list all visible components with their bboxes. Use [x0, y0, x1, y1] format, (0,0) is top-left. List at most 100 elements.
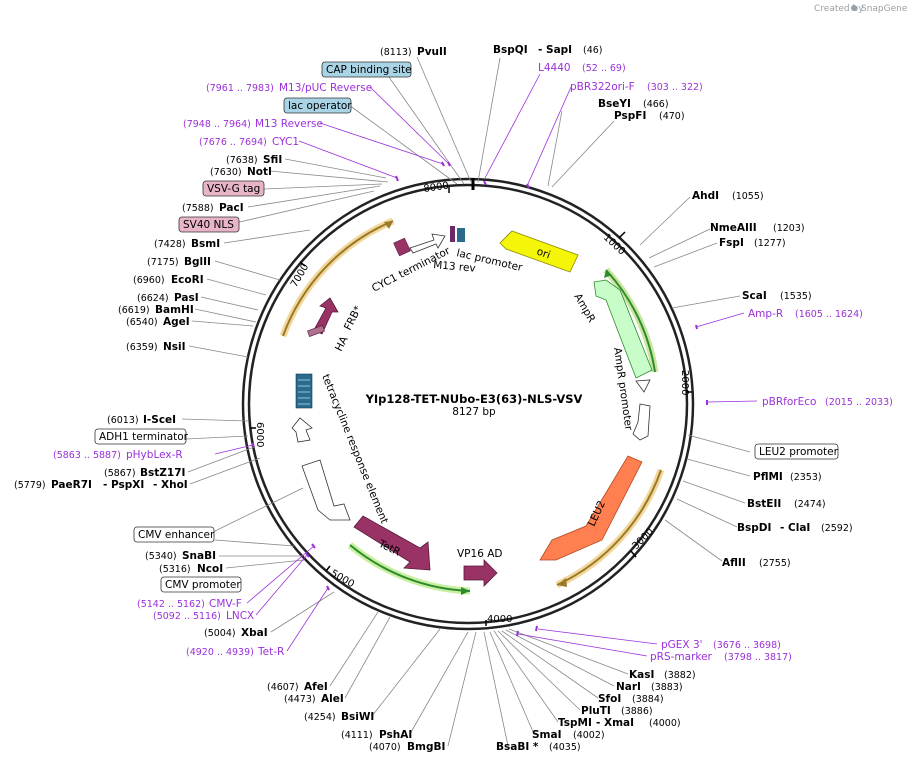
site-pos: (5340): [145, 551, 177, 562]
site-pos: (1203): [773, 223, 805, 234]
site-pos: (2474): [794, 499, 826, 510]
site-name: SnaBI: [182, 550, 216, 562]
adh1-terminator-box: [94, 428, 187, 445]
sv40-nls-box: [178, 216, 240, 233]
tick-mark-1000: [618, 231, 626, 239]
lac-operator-box: [283, 97, 352, 114]
cmv-promoter-box: [160, 576, 242, 593]
tet-operator-repeats-icon: [295, 373, 313, 409]
site-pos: (3886): [621, 706, 653, 717]
site-name: ScaI: [742, 290, 767, 302]
primer-range: (1605 .. 1624): [795, 309, 863, 320]
site-name: BmgBI: [407, 741, 445, 753]
cap-binding-site-label: CAP binding site: [326, 64, 412, 76]
site-name: XbaI: [241, 627, 268, 639]
site-pos: (7175): [147, 257, 179, 268]
primer-range: (5092 .. 5116): [153, 611, 221, 622]
primer-labels: L4440 (52 .. 69) pBR322ori-F (303 .. 322…: [53, 62, 893, 663]
site-name: SfiI: [263, 154, 282, 166]
site-name: AflII: [722, 557, 746, 569]
plasmid-title: YIp128-TET-NUbo-E3(63)-NLS-VSV 8127 bp: [365, 392, 583, 418]
site-name: BamHI: [155, 304, 194, 316]
site-pos: (3882): [664, 670, 696, 681]
primer-name: CYC1: [272, 136, 299, 148]
site-pos: (4607): [267, 682, 299, 693]
ha-label: HA: [333, 334, 351, 354]
primer-name: pBRforEco: [762, 396, 816, 408]
site-name: PvuII: [417, 46, 447, 58]
site-pos: (4473): [284, 694, 316, 705]
site-name: - ClaI: [780, 522, 810, 534]
m13-rev-label: M13 rev: [433, 259, 476, 275]
site-name: PshAI: [379, 729, 412, 741]
ampr-arc-arrowhead-icon: [604, 270, 612, 278]
backbone-outer-ring: [241, 177, 695, 631]
site-name: BseYI: [598, 98, 631, 110]
site-name: KasI: [629, 669, 654, 681]
leu2-promoter-label: LEU2 promoter: [759, 446, 839, 458]
tetr-feature: [353, 515, 431, 571]
primer-range: (3676 .. 3698): [713, 640, 781, 651]
site-pos: (1277): [754, 238, 786, 249]
leu2-promoter-arrow-icon: [632, 403, 651, 441]
leu2-arc: [556, 469, 662, 586]
restriction-sites: (8113) PvuII BspQI - SapI (46) BseYI (46…: [14, 44, 853, 753]
watermark-brand: SnapGene: [861, 4, 908, 14]
primer-range: (5142 .. 5162): [137, 599, 205, 610]
primer-range: (7961 .. 7983): [206, 83, 274, 94]
boxed-features: CAP binding site lac operator VSV-G tag …: [94, 61, 839, 593]
vsv-g-tag-box: [202, 180, 265, 197]
site-name: NotI: [247, 166, 272, 178]
cmv-enhancer-label: CMV enhancer: [138, 529, 215, 541]
tetr-arc: [349, 544, 471, 592]
site-name: FspI: [719, 237, 744, 249]
watermark-created-by: Created by: [814, 4, 864, 14]
cyc1-terminator-feature: [393, 237, 411, 257]
tick-mark-7000: [299, 261, 306, 267]
site-name: NmeAIII: [710, 222, 757, 234]
feature-arcs: [279, 217, 665, 595]
ampr-arc: [605, 269, 656, 373]
primer-name: pBR322ori-F: [570, 81, 635, 93]
primer-name: Tet-R: [257, 646, 284, 658]
site-pos: (5779): [14, 480, 46, 491]
site-name: NarI: [616, 681, 641, 693]
site-pos: (2755): [759, 558, 791, 569]
site-pos: (4111): [341, 730, 373, 741]
site-name: NcoI: [197, 563, 223, 575]
cyc1-arc: [282, 220, 394, 337]
ampr-promoter-arrow-icon: [635, 379, 651, 393]
sv40-nls-label: SV40 NLS: [183, 219, 234, 231]
site-pos: (4002): [573, 730, 605, 741]
site-name: AhdI: [692, 190, 719, 202]
site-pos: (470): [659, 111, 685, 122]
tre-small-arrow-icon: [291, 417, 313, 443]
lac-operator-label: lac operator: [288, 100, 352, 112]
site-pos: (466): [643, 99, 669, 110]
site-pos: (4000): [649, 718, 681, 729]
site-pos: (8113): [380, 47, 412, 58]
tetr-arc-arrowhead-icon: [461, 587, 470, 595]
ori-feature: [499, 230, 579, 273]
tick-mark-5000: [325, 565, 331, 572]
site-pos: (5867): [104, 468, 136, 479]
primer-name: pGEX 3': [661, 639, 703, 651]
site-pos: (5004): [204, 628, 236, 639]
site-pos: (6540): [126, 317, 158, 328]
site-pos: (7428): [154, 239, 186, 250]
snapgene-logo-icon: [851, 5, 857, 11]
site-name: EcoRI: [171, 274, 204, 286]
cmv-promoter-label: CMV promoter: [165, 579, 241, 591]
site-pos: (6624): [137, 293, 169, 304]
site-pos: (3884): [632, 694, 664, 705]
site-pos: (6619): [118, 305, 150, 316]
ha-tag-feature: [307, 325, 325, 337]
leu2-feature: [539, 455, 643, 561]
tick-label-3000: 3000: [630, 526, 656, 552]
site-pos: (2353): [790, 472, 822, 483]
site-name: PluTI: [581, 705, 611, 717]
site-pos: (1055): [732, 191, 764, 202]
site-name: PspFI: [614, 110, 646, 122]
primer-range: (5863 .. 5887): [53, 450, 121, 461]
primer-range: (7676 .. 7694): [199, 137, 267, 148]
